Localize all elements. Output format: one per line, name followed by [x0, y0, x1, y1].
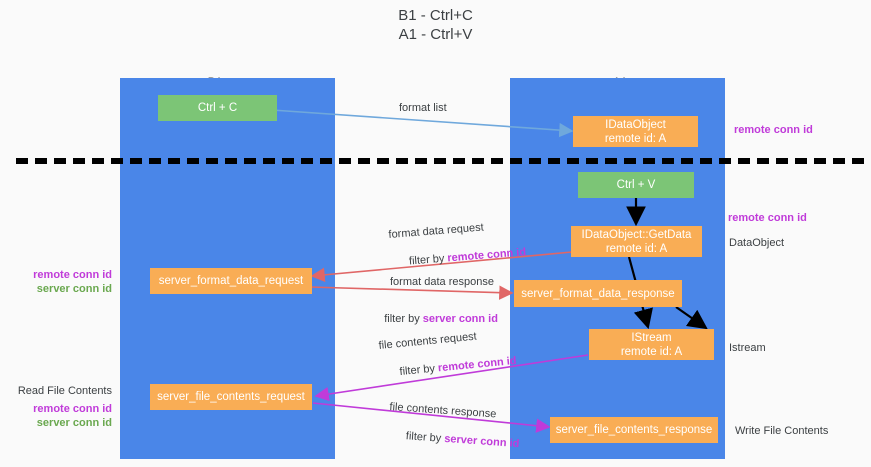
arrow-format-data-response: [309, 285, 514, 300]
node-istream[interactable]: IStream remote id: A: [589, 329, 714, 360]
node-server-file-contents-request-label: server_file_contents_request: [157, 391, 305, 403]
side-label-left-server-conn-id: server conn id: [36, 283, 112, 295]
node-server-format-data-request-label: server_format_data_request: [158, 275, 304, 287]
node-server-file-contents-request[interactable]: server_file_contents_request: [150, 384, 312, 410]
node-idataobject-line1: IDataObject: [605, 118, 666, 131]
node-server-file-contents-response[interactable]: server_file_contents_response: [550, 417, 718, 443]
side-label-left-remote-conn-id-2: remote conn id: [33, 403, 112, 415]
edge-label-file-contents-response-group: file contents response filter by server …: [386, 400, 522, 465]
side-label-write-file-contents: Write File Contents: [735, 425, 829, 437]
edge-label-format-data-response-filter-prefix: filter by: [384, 313, 423, 325]
edge-label-format-data-request-group: format data request filter by remote con…: [388, 217, 528, 283]
side-label-left-remote-conn-id: remote conn id: [33, 269, 112, 281]
node-ctrl-v-label: Ctrl + V: [616, 179, 656, 191]
edge-label-file-contents-request-filter-prefix: filter by: [399, 362, 439, 379]
arrow-format-list: [271, 109, 574, 138]
edge-label-format-data-response-filter: filter by server conn id: [372, 298, 498, 340]
arrow-response-istream: [675, 306, 708, 330]
node-server-format-data-response-label: server_format_data_response: [521, 287, 675, 300]
side-label-left-server-conn-id-2: server conn id: [36, 417, 112, 429]
side-label-istream: Istream: [729, 342, 766, 354]
arrow-format-data-request: [310, 251, 573, 282]
side-label-remote-conn-id-mid: remote conn id: [728, 212, 807, 224]
edge-label-format-data-response: format data response: [390, 276, 494, 288]
node-ctrl-v[interactable]: Ctrl + V: [578, 172, 694, 198]
edge-label-format-list: format list: [399, 102, 447, 114]
edge-label-file-contents-response-filter-key: server conn id: [443, 432, 520, 451]
node-idataobject-line2: remote id: A: [604, 132, 667, 145]
node-server-file-contents-response-label: server_file_contents_response: [555, 424, 713, 436]
side-label-read-file-contents: Read File Contents: [17, 385, 112, 397]
node-server-format-data-request[interactable]: server_format_data_request: [150, 268, 312, 294]
edge-label-file-contents-request-filter-key: remote conn id: [437, 354, 518, 375]
node-idataobject[interactable]: IDataObject remote id: A: [573, 116, 698, 147]
edge-label-format-data-request-filter-prefix: filter by: [408, 252, 448, 268]
node-ctrl-c[interactable]: Ctrl + C: [158, 95, 277, 121]
edge-label-format-data-request-filter-key: remote conn id: [446, 246, 527, 265]
side-label-dataobject: DataObject: [729, 237, 785, 249]
side-label-remote-conn-id-top: remote conn id: [734, 124, 813, 136]
arrow-file-contents-response: [312, 402, 551, 433]
arrow-file-contents-request: [314, 354, 589, 402]
node-getdata[interactable]: IDataObject::GetData remote id: A: [571, 226, 702, 257]
node-ctrl-c-label: Ctrl + C: [197, 102, 238, 114]
node-istream-line1: IStream: [631, 331, 672, 344]
edge-label-format-data-response-filter-key: server conn id: [422, 313, 498, 325]
node-getdata-line1: IDataObject::GetData: [581, 228, 692, 241]
edge-label-file-contents-response-filter-prefix: filter by: [405, 430, 445, 445]
page-title: B1 - Ctrl+C A1 - Ctrl+V: [398, 7, 473, 43]
node-server-format-data-response[interactable]: server_format_data_response: [514, 280, 682, 307]
node-istream-line2: remote id: A: [620, 345, 683, 358]
node-getdata-line2: remote id: A: [605, 242, 668, 255]
